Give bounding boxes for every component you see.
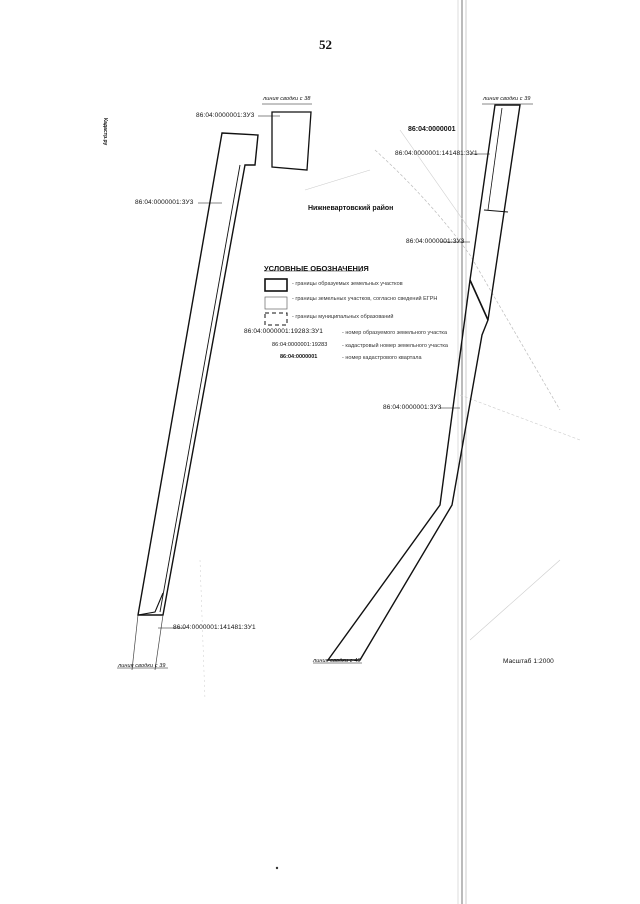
road-line-faint-3 <box>459 394 581 441</box>
legend-thick-box <box>264 278 288 292</box>
parcel-inner-line-right <box>487 107 503 211</box>
road-line-faint-5 <box>469 559 561 641</box>
parcel-label-zu3-right: 86:04:0000001:ЗУ3 <box>406 238 465 245</box>
parcel-label-zu3-right-lower: 86:04:0000001:ЗУ3 <box>383 404 442 411</box>
match-line-label-bottom-center: линия сводки с 40 <box>313 658 361 664</box>
parcel-zu3-right <box>326 104 521 661</box>
legend-code-new-parcel-desc: - номер образуемого земельного участка <box>342 330 448 336</box>
match-line-label-bottom-left: линия сводки с 39 <box>118 663 166 669</box>
match-line-label-top-right: линия сводки с 39 <box>483 96 531 102</box>
road-line-faint <box>374 149 561 411</box>
quarter-label: 86:04:0000001 <box>408 126 456 133</box>
parcel-left-extension <box>131 614 139 671</box>
legend-item-dash: - границы муниципальных образований <box>292 314 394 320</box>
page-number: 52 <box>319 37 332 52</box>
legend-code-cadastral: 86:04:0000001:19283 <box>272 342 328 348</box>
side-mark: Кадастр.ру <box>102 118 108 146</box>
legend-title: УСЛОВНЫЕ ОБОЗНАЧЕНИЯ <box>264 264 369 273</box>
parcel-label-zu3-top: 86:04:0000001:ЗУ3 <box>196 112 255 119</box>
legend-item-thin: - границы земельных участков, согласно с… <box>292 296 438 302</box>
parcel-zu1-wedge <box>137 592 164 616</box>
parcel-divider-diag <box>469 279 489 321</box>
road-line-faint-2 <box>399 129 471 231</box>
legend-code-new-parcel: 86:04:0000001:19283:ЗУ1 <box>244 328 323 335</box>
mark-dot <box>275 866 279 870</box>
legend-dash-box <box>264 312 288 326</box>
parcel-label-zu1-141481-top: 86:04:0000001:141481:ЗУ1 <box>395 150 478 157</box>
legend-code-cadastral-desc: - кадастровый номер земельного участка <box>342 343 448 349</box>
parcel-label-zu1-141481-bottom: 86:04:0000001:141481:ЗУ1 <box>173 624 256 631</box>
parcel-label-zu3-left: 86:04:0000001:ЗУ3 <box>135 199 194 206</box>
legend-thin-box <box>264 296 288 310</box>
district-name: Нижневартовский район <box>308 205 394 212</box>
parcel-divider <box>483 209 509 213</box>
road-line-faint-4 <box>304 169 371 191</box>
parcel-left-extension-2 <box>154 614 164 671</box>
legend-code-quarter: 86:04:0000001 <box>280 354 318 360</box>
parcel-inner-line <box>159 164 241 613</box>
legend-item-thick: - границы образуемых земельных участков <box>292 281 403 287</box>
legend-code-quarter-desc: - номер кадастрового квартала <box>342 355 422 361</box>
match-line-label-top-left: линия сводки с 38 <box>263 96 311 102</box>
scale-label: Масштаб 1:2000 <box>503 658 554 665</box>
parcel-small-rect <box>271 111 312 171</box>
road-line-faint-6 <box>199 559 206 701</box>
